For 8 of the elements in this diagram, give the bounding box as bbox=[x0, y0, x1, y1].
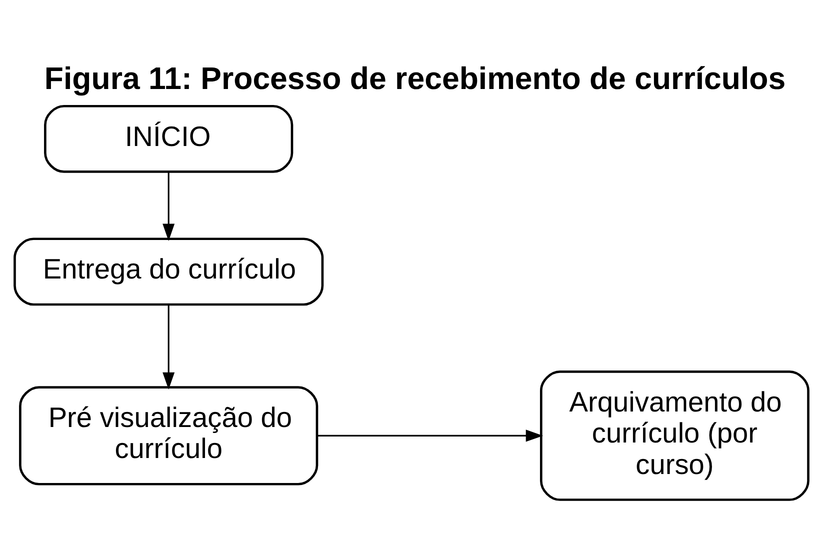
node-box: Arquivamento do currículo (por curso) bbox=[540, 370, 810, 501]
node-box: Pré visualização do currículo bbox=[19, 386, 318, 486]
arrow bbox=[317, 430, 544, 442]
arrow bbox=[162, 305, 175, 390]
node-box: Entrega do currículo bbox=[14, 238, 324, 306]
arrow bbox=[162, 172, 175, 241]
node-box: INÍCIO bbox=[44, 104, 294, 173]
diagram-title: Figura 11: Processo de recebimento de currículos bbox=[44, 60, 786, 96]
